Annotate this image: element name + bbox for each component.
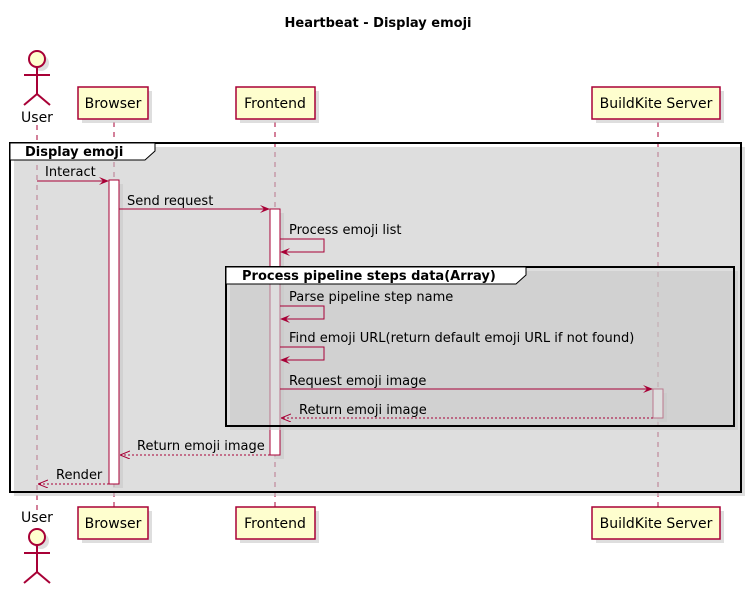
- participant-label-buildkite: BuildKite Server: [600, 96, 713, 112]
- activation-browser: [108, 179, 123, 488]
- participant-label-browser-bottom: Browser: [85, 516, 142, 532]
- actor-user-top: User: [21, 50, 53, 126]
- participant-frontend-top: Frontend: [235, 86, 319, 123]
- group-process-pipeline-label: Process pipeline steps data(Array): [242, 269, 496, 284]
- participant-frontend-bottom: Frontend: [235, 506, 319, 543]
- message-label-process-emoji-list: Process emoji list: [289, 223, 402, 238]
- participant-buildkite-bottom: BuildKite Server: [591, 506, 724, 543]
- actor-user-bottom: User: [21, 510, 53, 584]
- message-label-request-emoji-image: Request emoji image: [289, 374, 426, 389]
- message-label-interact: Interact: [45, 165, 96, 180]
- actor-icon: [23, 50, 51, 106]
- message-arrow-find-emoji-url: [280, 346, 325, 364]
- actor-icon: [23, 528, 51, 584]
- participant-browser-bottom: Browser: [77, 506, 152, 543]
- message-label-render: Render: [56, 468, 103, 483]
- participant-label-frontend: Frontend: [244, 96, 306, 112]
- participant-label-browser: Browser: [85, 96, 142, 112]
- participant-browser-top: Browser: [77, 86, 152, 123]
- message-label-find-emoji-url: Find emoji URL(return default emoji URL …: [289, 331, 634, 346]
- group-display-emoji-label: Display emoji: [25, 145, 123, 160]
- message-label-send-request: Send request: [127, 194, 213, 209]
- message-arrow-process-emoji-list: [280, 238, 325, 256]
- message-label-return-emoji-image-1: Return emoji image: [299, 403, 427, 418]
- participant-label-buildkite-bottom: BuildKite Server: [600, 516, 713, 532]
- message-label-return-emoji-image-2: Return emoji image: [137, 439, 265, 454]
- diagram-title: Heartbeat - Display emoji: [285, 16, 472, 31]
- participant-label-user: User: [21, 110, 53, 126]
- participant-label-user-bottom: User: [21, 510, 53, 526]
- message-arrow-parse-step-name: [280, 305, 325, 323]
- participant-buildkite-top: BuildKite Server: [591, 86, 724, 123]
- group-process-pipeline: Process pipeline steps data(Array): [225, 266, 738, 430]
- participant-label-frontend-bottom: Frontend: [244, 516, 306, 532]
- message-label-parse-step-name: Parse pipeline step name: [289, 290, 453, 305]
